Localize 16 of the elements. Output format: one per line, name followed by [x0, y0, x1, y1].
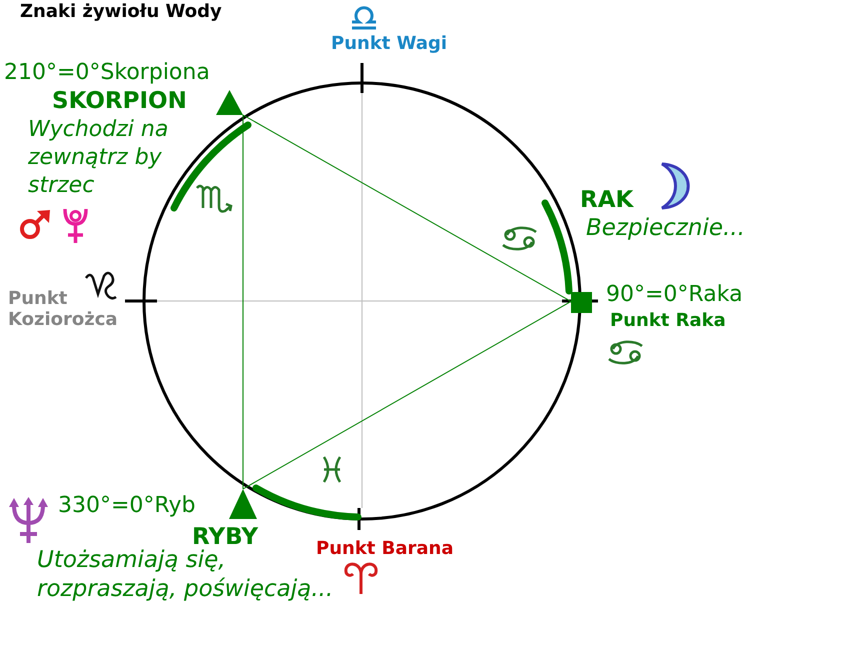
sign-description: Wychodzi na zewnątrz by strzec: [28, 116, 170, 200]
point-label: Punkt Raka: [610, 311, 726, 332]
point-label: Punkt Koziorożca: [8, 288, 119, 330]
sign-name: RAK: [580, 187, 634, 214]
diagram-title: Znaki żywiołu Wody: [20, 2, 222, 23]
connector-line: [242, 114, 244, 490]
degree-label: 210°=0°Skorpiona: [4, 60, 210, 86]
point-label: Punkt Wagi: [331, 34, 448, 55]
sign-name: SKORPION: [52, 88, 187, 114]
sign-description: Bezpiecznie...: [586, 214, 745, 243]
connector-line: [242, 300, 572, 490]
sign-name: RYBY: [192, 524, 258, 550]
degree-label: 90°=0°Raka: [606, 282, 743, 308]
connector-line: [242, 114, 572, 302]
degree-label: 330°=0°Ryb: [58, 493, 196, 518]
point-label: Punkt Barana: [316, 539, 454, 560]
